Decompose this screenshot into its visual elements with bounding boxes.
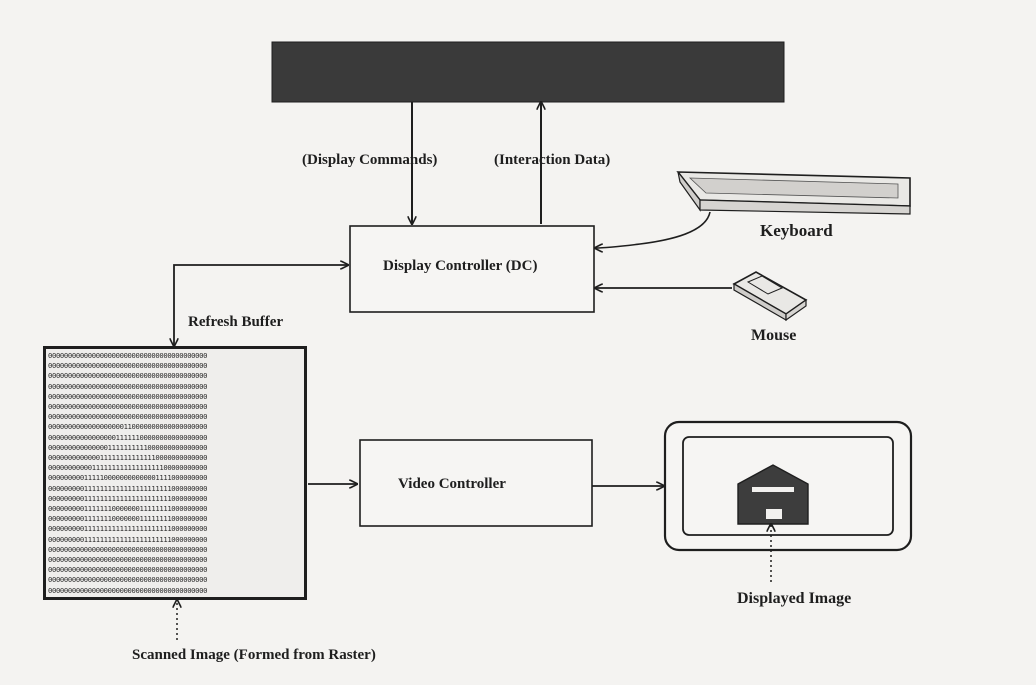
- raster-row: 0000000000000000000000000000000000000000: [48, 544, 208, 554]
- raster-row: 0000000000000000000000000000000000000000: [48, 555, 208, 565]
- raster-row: 0000000000000000011111100000000000000000: [48, 432, 208, 442]
- raster-row: 0000000001111111000000011111111000000000: [48, 514, 208, 524]
- raster-row: 0000000000000000000000000000000000000000: [48, 381, 208, 391]
- video-controller-box: [359, 439, 593, 527]
- keyboard-icon: [676, 171, 911, 215]
- raster-row: 0000000000000000000000000000000000000000: [48, 351, 208, 360]
- raster-row: 0000000000000000000000000000000000000000: [48, 412, 208, 422]
- raster-row: 0000000000000000000000000000000000000000: [48, 585, 208, 595]
- display-controller-box: [349, 225, 595, 313]
- raster-row: 0000000001111111000000011111111000000000: [48, 504, 208, 514]
- raster-row: 0000000000000000000000000000000000000000: [48, 575, 208, 585]
- raster-row: 0000000000000000000000000000000000000000: [48, 402, 208, 412]
- raster-row: 0000000001111111111111111111111000000000: [48, 483, 208, 493]
- keyboard-label: Keyboard: [760, 221, 833, 240]
- raster-row: 0000000000011111111111111111100000000000: [48, 463, 208, 473]
- raster-row: 0000000001111100000000000001111000000000: [48, 473, 208, 483]
- raster-row: 0000000000000111111111111110000000000000: [48, 453, 208, 463]
- raster-row: 0000000000000000000000000000000000000000: [48, 361, 208, 371]
- refresh-buffer-label: Refresh Buffer: [188, 314, 284, 330]
- raster-row: 0000000000000001111111111000000000000000: [48, 442, 208, 452]
- video-controller-label: Video Controller: [398, 476, 506, 492]
- host-computer-bar: [271, 41, 785, 103]
- display-commands-label: (Display Commands): [302, 152, 438, 168]
- raster-bit-grid: 0000000000000000000000000000000000000000…: [43, 346, 307, 600]
- interaction-data-label: (Interaction Data): [494, 152, 611, 168]
- displayed-image-label: Displayed Image: [737, 590, 852, 607]
- refresh-buffer-connector: [174, 265, 348, 346]
- raster-row: 0000000001111111111111111111111000000000: [48, 493, 208, 503]
- raster-row: 0000000000000000000000000000000000000000: [48, 565, 208, 575]
- raster-row: 0000000001111111111111111111111000000000: [48, 524, 208, 534]
- raster-row: 0000000000000000000110000000000000000000: [48, 422, 208, 432]
- raster-row: 0000000000000000000000000000000000000000: [48, 391, 208, 401]
- display-controller-label: Display Controller (DC): [383, 258, 538, 274]
- raster-row: 0000000001111111111111111111111000000000: [48, 534, 208, 544]
- mouse-label: Mouse: [751, 327, 797, 344]
- keyboard-cable: [595, 211, 711, 248]
- raster-row: 0000000000000000000000000000000000000000: [48, 371, 208, 381]
- scanned-image-label: Scanned Image (Formed from Raster): [132, 647, 376, 663]
- house-image: [737, 464, 809, 525]
- mouse-icon: [732, 271, 808, 322]
